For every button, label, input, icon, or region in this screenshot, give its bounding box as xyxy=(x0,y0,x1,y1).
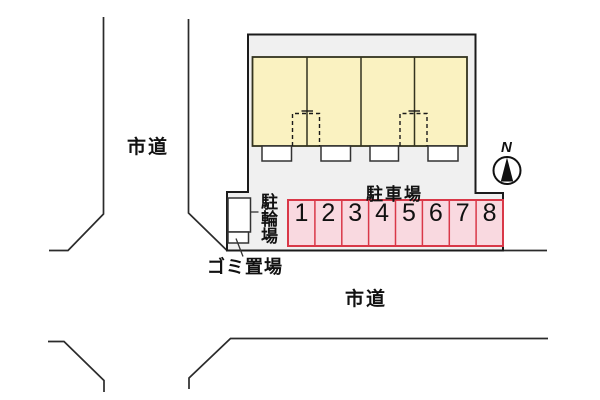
leader-garbage xyxy=(235,238,244,257)
parking-stall-3: 3 xyxy=(348,199,363,227)
road-edge-left-west xyxy=(49,17,105,252)
parking-stall-numbers: 1 2 3 4 5 6 7 8 xyxy=(288,200,503,246)
parking-stall-1: 1 xyxy=(294,199,309,227)
building-block xyxy=(251,56,468,147)
parking-lot-label: 駐車場 xyxy=(366,185,423,204)
bicycle-parking-label: 駐輪場 xyxy=(258,193,277,244)
parking-stall-8: 8 xyxy=(482,199,497,227)
garbage-area-label: ゴミ置場 xyxy=(207,257,283,277)
parking-stall-2: 2 xyxy=(321,199,336,227)
parking-stall-7: 7 xyxy=(455,199,470,227)
road-label-left: 市道 xyxy=(127,137,170,158)
parking-stall-5: 5 xyxy=(401,199,416,227)
road-edge-left-east xyxy=(187,19,228,252)
road-edge-bottom-southwest xyxy=(48,340,105,392)
parking-stall-4: 4 xyxy=(375,199,390,227)
parking-stall-6: 6 xyxy=(428,199,443,227)
porch-unit-3 xyxy=(369,145,400,162)
porch-unit-4 xyxy=(427,145,459,162)
parking-stall-dividers xyxy=(314,200,477,246)
road-edge-bottom-south xyxy=(188,337,548,389)
compass-needle-icon xyxy=(500,157,514,182)
entry-path-dashed-units-1-2 xyxy=(291,112,321,146)
porch-unit-2 xyxy=(320,145,352,162)
compass-north-label: N xyxy=(501,139,512,156)
entry-path-dashed-units-3-4 xyxy=(399,112,428,146)
porch-unit-1 xyxy=(261,145,293,162)
bicycle-shed xyxy=(227,197,252,233)
road-label-bottom: 市道 xyxy=(345,289,388,310)
garbage-structure xyxy=(227,231,250,244)
